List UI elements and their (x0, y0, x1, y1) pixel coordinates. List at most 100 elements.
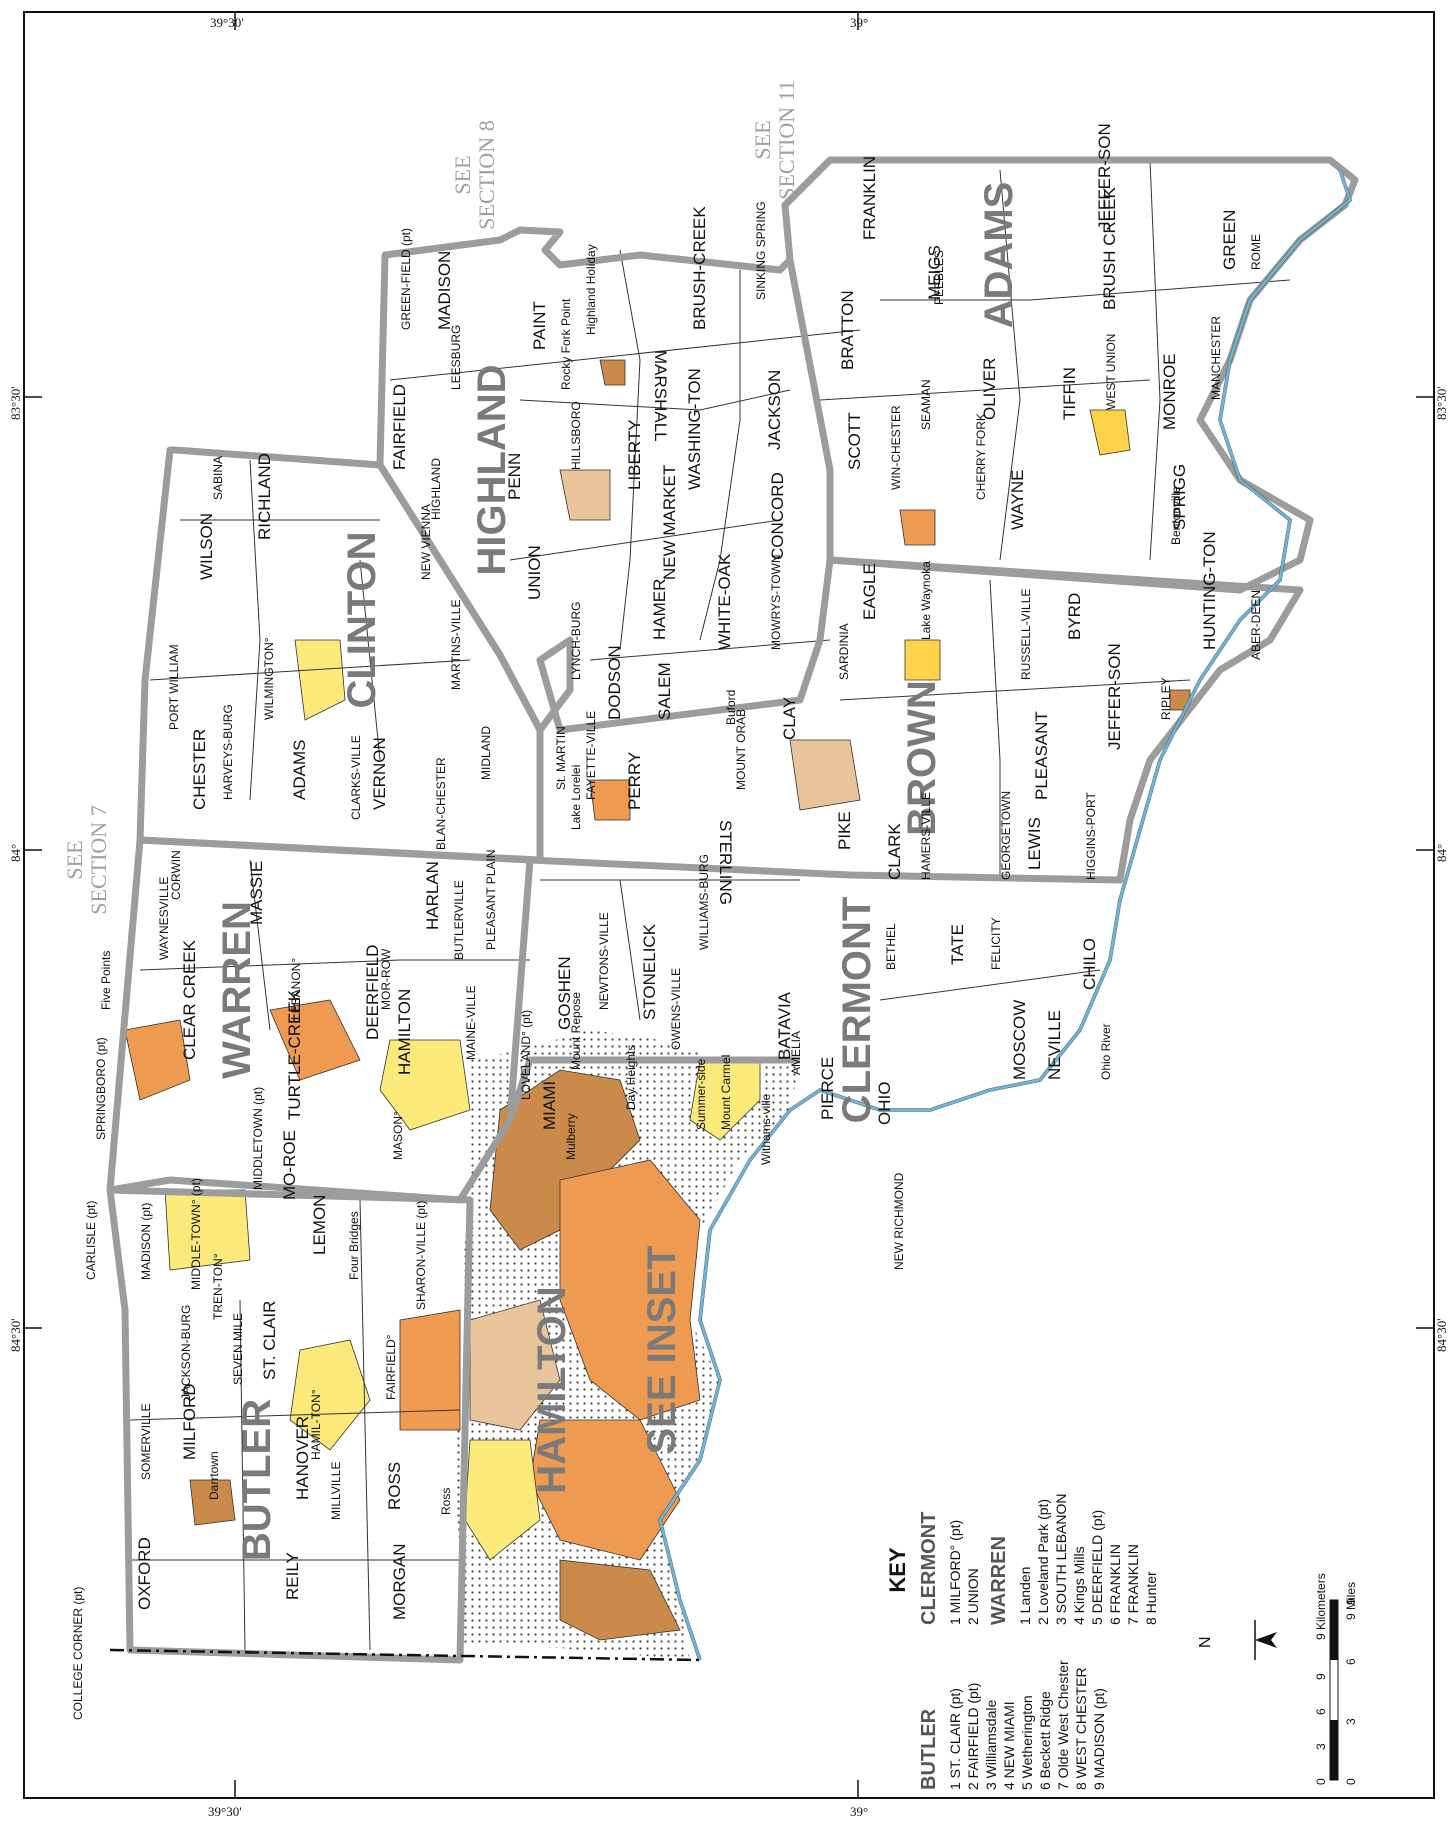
clermont-hamilton-line (506, 1056, 800, 1122)
twp-label: ST. CLAIR (260, 1301, 279, 1380)
place-label: SINKING SPRING (754, 201, 768, 300)
twp-label: MIAMI (540, 1081, 559, 1130)
twp-label: HAMILTON (395, 989, 414, 1075)
place-label: WEST UNION (1104, 334, 1118, 410)
township-labels: MADISON PAINT BRUSH-CREEK MARSHALL FAIRF… (135, 123, 1239, 1620)
place-label: RIPLEY (1159, 677, 1173, 720)
place-label: GREEN-FIELD (pt) (399, 228, 413, 330)
place-label: MIDDLETOWN (pt) (251, 1087, 265, 1190)
twp-label: FAIRFIELD (390, 384, 409, 470)
see-section-7: SEE SECTION 7 (62, 805, 111, 914)
bottom-tick-label-2: 39° (850, 1804, 868, 1819)
twp-label: PAINT (530, 301, 549, 350)
place-label: NEWTONS-VILLE (597, 912, 611, 1010)
scale-mi-tick: 6 (1344, 1658, 1358, 1665)
place-label: SHARON-VILLE (pt) (414, 1201, 428, 1310)
place-label: Four Bridges (347, 1211, 361, 1280)
twp-label: BRATTON (838, 290, 857, 370)
place-label: MASON° (391, 1111, 405, 1160)
twp-label: DODSON (605, 645, 624, 720)
twp-label: LEMON (310, 1195, 329, 1255)
place-label: HIGGINS-PORT (1084, 792, 1098, 880)
twp-label: BRUSH CREEK (1100, 187, 1119, 310)
twp-label: MEIGS (925, 245, 944, 300)
place-label: Buford (724, 690, 738, 725)
place-label: MILLVILLE (329, 1462, 343, 1520)
place-label: Mount Carmel (719, 1055, 733, 1130)
key-item: 2 FAIRFIELD (pt) (965, 1683, 981, 1790)
twp-label: MO-ROE (280, 1130, 299, 1200)
left-tick-label-1: 83°30' (8, 386, 23, 420)
twp-label: SALEM (655, 662, 674, 720)
twp-label: OXFORD (135, 1537, 154, 1610)
place-label: CARLISLE (pt) (84, 1201, 98, 1280)
twp-label: NEW MARKET (660, 465, 679, 580)
svg-text:SEE: SEE (750, 120, 775, 159)
place-label: HILLSBORO (569, 401, 583, 470)
twp-label: CLEAR CREEK (180, 939, 199, 1060)
place-label: NEW VIENNA (419, 504, 433, 580)
twp-label: GREEN (1220, 210, 1239, 270)
place-label: MOUNT ORAB (734, 709, 748, 790)
key-group-butler: BUTLER (918, 1708, 940, 1790)
place-label: WIN-CHESTER (889, 405, 903, 490)
key-item: 7 FRANKLIN (1125, 1544, 1141, 1625)
place-label: WILMINGTON° (262, 637, 276, 720)
north-label: N (1197, 1636, 1214, 1648)
ohio-river (658, 169, 1352, 1661)
twp-label: RICHLAND (255, 453, 274, 540)
place-label: Mulberry (564, 1113, 578, 1160)
place-label: SPRINGBORO (pt) (94, 1037, 108, 1140)
place-label: HARVEYS-BURG (221, 704, 235, 800)
place-label: CLARKS-VILLE (349, 735, 363, 820)
twp-label: WAYNE (1008, 470, 1027, 530)
see-inset-label: SEE INSET (640, 1246, 684, 1455)
key-item: 6 Beckett Ridge (1037, 1691, 1053, 1790)
place-label: LEBANON° (289, 958, 303, 1020)
svg-text:SECTION 7: SECTION 7 (86, 805, 111, 914)
key-item: 3 SOUTH LEBANON (1053, 1494, 1069, 1625)
key-item: 4 NEW MIAMI (1001, 1701, 1017, 1790)
twp-label: GOSHEN (555, 956, 574, 1030)
butler-boundary (106, 1186, 474, 1664)
twp-label: ROSS (385, 1462, 404, 1510)
twp-label: SPRIGG (1170, 464, 1189, 530)
key-item: 1 ST. CLAIR (pt) (947, 1688, 963, 1790)
urban-areas (124, 359, 1191, 1641)
key-item: 3 Williamsdale (983, 1700, 999, 1790)
key-item: 9 MADISON (pt) (1091, 1688, 1107, 1790)
twp-label: PENN (505, 453, 524, 500)
twp-label: MARSHALL (651, 350, 670, 442)
right-tick-label-2: 84° (1434, 844, 1449, 862)
scale-km-tick: 0 (1314, 1778, 1328, 1785)
twp-label: OHIO (875, 1082, 894, 1125)
twp-label: BYRD (1065, 593, 1084, 640)
place-labels: GREEN-FIELD (pt) LEESBURG Rocky Fork Poi… (71, 201, 1263, 1720)
twp-label: MOSCOW (1010, 1000, 1029, 1080)
place-label: Lake Lorelei (569, 765, 583, 830)
svg-text:SECTION 8: SECTION 8 (474, 120, 499, 229)
twp-label: DEERFIELD (363, 945, 382, 1040)
twp-label: TIFFIN (1060, 367, 1079, 420)
state-line (109, 1648, 701, 1662)
place-label: Withams-ville (759, 1093, 773, 1165)
twp-label: CONCORD (768, 472, 787, 560)
place-label: MAINE-VILLE (464, 985, 478, 1060)
top-tick-label-2: 39° (850, 15, 868, 30)
twp-label: REILY (283, 1552, 302, 1600)
scale-mi-tick: 9 (1344, 1598, 1358, 1605)
place-label: JACKSON-BURG (179, 1305, 193, 1400)
see-section-11: SEE SECTION 11 (750, 80, 799, 200)
place-label: WILLIAMS-BURG (697, 854, 711, 950)
frame-ticks (24, 12, 1434, 1798)
twp-label: MILFORD (180, 1384, 199, 1461)
township-lines (129, 159, 1291, 1651)
place-label: MOR-ROW (379, 948, 393, 1010)
scale-mi-label: 9 Miles (1344, 1582, 1358, 1620)
place-label: COLLEGE CORNER (pt) (71, 1587, 85, 1720)
place-label: MIDDLE-TOWN° (pt) (189, 1178, 203, 1290)
place-label: FAYETTE-VILLE (584, 711, 598, 800)
place-label: HIGHLAND (429, 458, 443, 520)
scale-mi-tick: 0 (1344, 1778, 1358, 1785)
